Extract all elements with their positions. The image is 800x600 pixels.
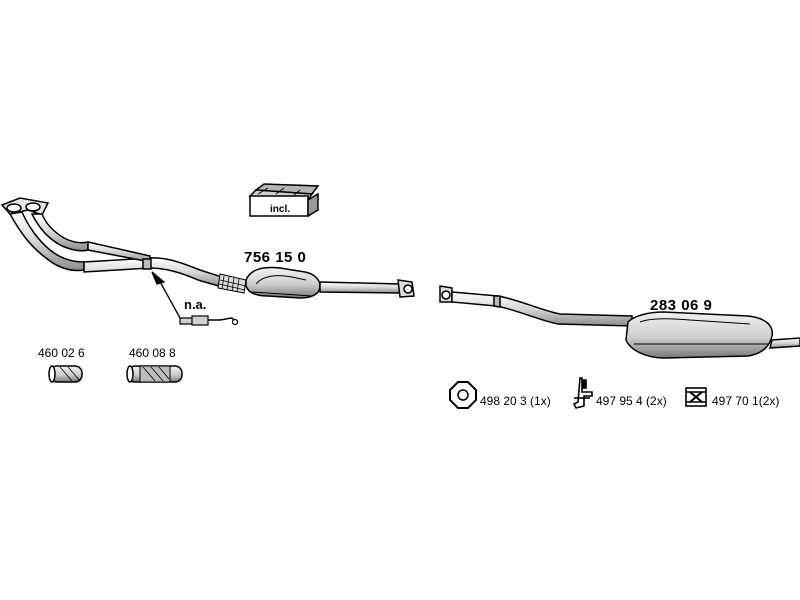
clamp-icon (48, 365, 83, 383)
middle-pipe (319, 279, 415, 298)
na-arrow (151, 271, 181, 319)
rear-muffler-part-number: 283 06 9 (650, 297, 713, 314)
front-pipe (83, 241, 223, 288)
oxygen-sensor-icon (179, 315, 239, 326)
catalytic-converter-icon (245, 266, 321, 299)
flex-joint (217, 273, 247, 294)
mounting-kit-box-icon (248, 183, 320, 218)
incl-label: incl. (270, 204, 291, 215)
exhaust-manifold-icon (0, 197, 89, 272)
bracket-icon (572, 377, 593, 409)
clamp-icon (126, 365, 183, 383)
bracket-part-number: 497 95 4 (2x) (596, 394, 667, 408)
hanger-part-number: 497 70 1(2x) (712, 394, 780, 408)
na-label: n.a. (184, 297, 207, 312)
front-section-part-number: 756 15 0 (244, 249, 307, 266)
clamp-b-part-number: 460 08 8 (129, 346, 176, 360)
rubber-hanger-icon (685, 387, 707, 407)
clamp-a-part-number: 460 02 6 (38, 346, 85, 360)
seal-ring-icon (449, 381, 477, 409)
rear-muffler-icon (625, 311, 800, 359)
rear-pipe (439, 285, 633, 327)
seal-ring-part-number: 498 20 3 (1x) (480, 394, 551, 408)
